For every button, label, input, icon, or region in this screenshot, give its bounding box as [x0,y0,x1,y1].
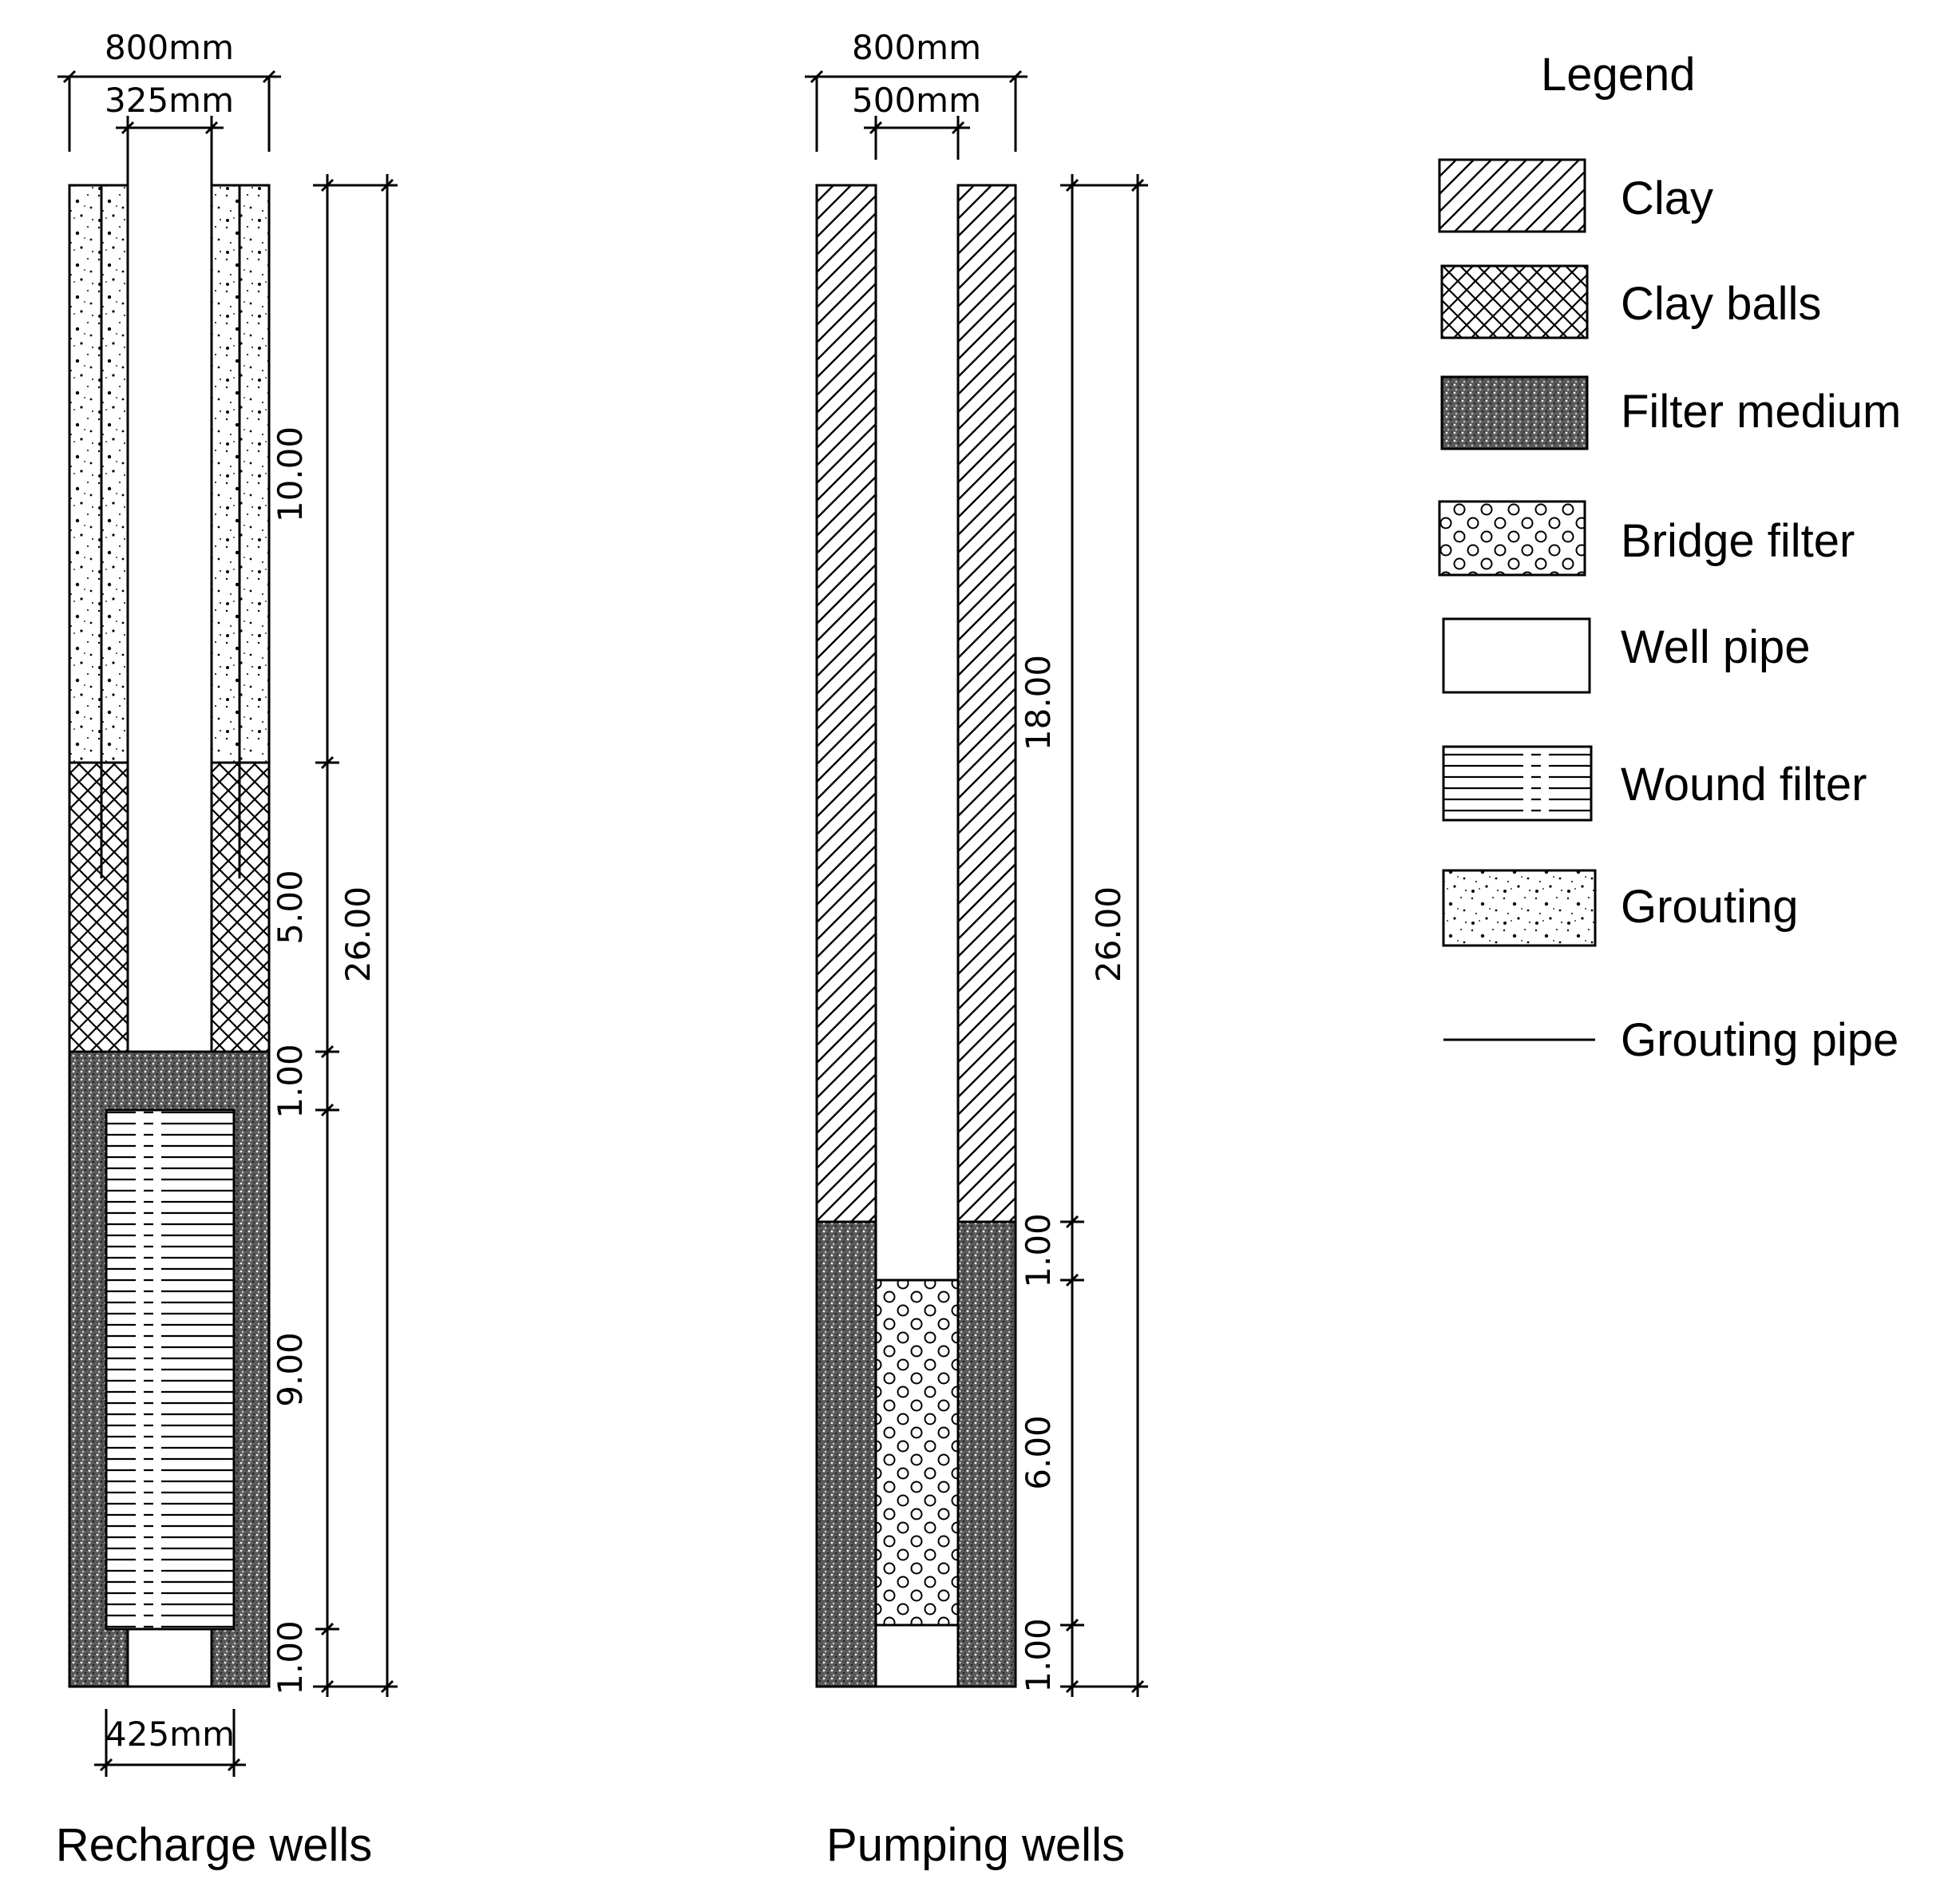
recharge-bottom-dimension: 425mm [94,1709,246,1777]
legend-label-grouting-pipe: Grouting pipe [1621,1014,1899,1066]
recharge-seg-clayballs-label: 5.00 [271,870,310,945]
pumping-seg-gap-bottom-label: 1.00 [1019,1618,1058,1693]
legend-swatch-well-pipe [1442,617,1591,694]
pumping-seg-bridge-label: 6.00 [1019,1415,1058,1490]
legend-label-grouting: Grouting [1621,881,1798,933]
legend-swatch-filter-medium [1440,375,1589,450]
pumping-filter-medium-left [815,1220,877,1688]
recharge-seg-wound-label: 9.00 [271,1332,310,1407]
recharge-seg-grouting-label: 10.00 [271,426,310,522]
pumping-filter-medium-right [956,1220,1017,1688]
recharge-depth-dimensions: 10.00 5.00 1.00 9.00 1.00 26.00 [271,174,398,1697]
pumping-well-pipe-bottom [874,1623,960,1688]
pumping-total-depth-label: 26.00 [1089,886,1128,982]
recharge-wound-filter [105,1108,236,1631]
legend-swatch-clay-balls [1440,264,1589,339]
recharge-seg-gap-bottom-label: 1.00 [271,1620,310,1695]
legend-swatch-bridge-filter [1438,500,1586,577]
legend-label-wound-filter: Wound filter [1621,759,1867,811]
pumping-bridge-filter [874,1279,960,1627]
recharge-well: 800mm 325mm [56,28,398,1871]
legend-label-bridge-filter: Bridge filter [1621,515,1855,567]
pumping-depth-dimensions: 18.00 1.00 6.00 1.00 26.00 [1019,174,1148,1697]
recharge-seg-gap-top-label: 1.00 [271,1044,310,1119]
legend-swatch-grouting [1442,869,1597,947]
pumping-well: 800mm 500mm 1 [805,28,1148,1871]
recharge-well-pipe-bottom [126,1627,213,1688]
pumping-seg-clay-label: 18.00 [1019,655,1058,751]
recharge-inner-width-label: 325mm [105,81,234,120]
pumping-outer-width-label: 800mm [852,28,981,67]
pumping-wells-title: Pumping wells [826,1819,1125,1871]
pumping-seg-gap-top-label: 1.00 [1019,1213,1058,1288]
recharge-top-dimensions: 800mm 325mm [57,28,281,200]
legend: Legend Clay Clay balls Filter medium Bri… [1438,49,1901,1066]
recharge-clayballs-left [68,761,129,1053]
legend-label-clay: Clay [1621,172,1713,224]
legend-swatch-clay [1438,158,1586,233]
legend-label-clay-balls: Clay balls [1621,278,1821,330]
legend-label-filter-medium: Filter medium [1621,386,1901,438]
recharge-total-depth-label: 26.00 [339,886,378,982]
recharge-outer-width-label: 800mm [105,28,234,67]
pumping-inner-width-label: 500mm [852,81,981,120]
pumping-top-dimensions: 800mm 500mm [805,28,1028,160]
pumping-clay-left [815,184,877,1223]
recharge-wells-title: Recharge wells [56,1819,373,1871]
legend-title: Legend [1541,49,1696,101]
legend-label-well-pipe: Well pipe [1621,621,1811,673]
legend-swatch-wound-filter [1442,745,1593,822]
recharge-bottom-width-label: 425mm [105,1715,235,1754]
pumping-clay-right [956,184,1017,1223]
recharge-grouting-left [68,184,129,764]
